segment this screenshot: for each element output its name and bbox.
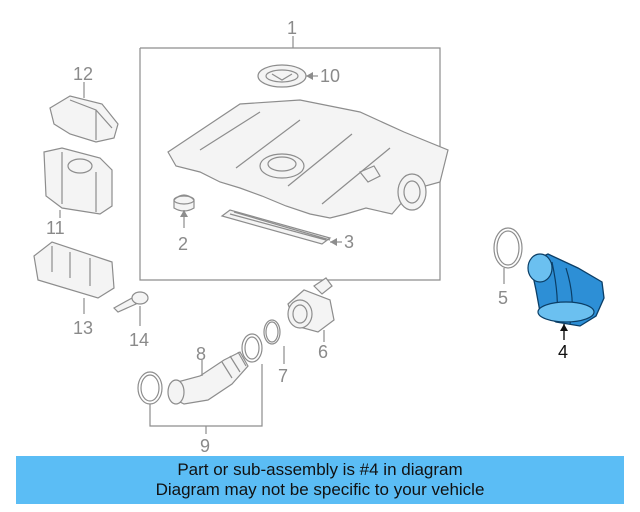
engine-cover-frame <box>139 36 441 281</box>
callout-9[interactable]: 9 <box>200 436 210 456</box>
seal-ring-part[interactable] <box>263 319 285 364</box>
engine-cover-part[interactable] <box>167 99 449 219</box>
intake-tube-part[interactable] <box>167 351 249 405</box>
air-flow-sensor-part[interactable] <box>287 277 335 342</box>
clamp-9-right-part[interactable] <box>241 333 263 363</box>
callout-3[interactable]: 3 <box>344 232 354 252</box>
callout-2[interactable]: 2 <box>178 234 188 254</box>
parts-diagram: 1 10 2 3 12 <box>33 18 605 456</box>
info-banner: Part or sub-assembly is #4 in diagram Di… <box>16 456 624 504</box>
bolt-part[interactable] <box>113 291 149 326</box>
intake-hose-part-4[interactable] <box>527 253 605 340</box>
banner-line-2: Diagram may not be specific to your vehi… <box>155 480 485 499</box>
callout-1[interactable]: 1 <box>287 18 297 38</box>
grommet-part[interactable] <box>173 194 195 228</box>
air-duct-part[interactable] <box>33 241 115 314</box>
callout-14[interactable]: 14 <box>129 330 149 350</box>
callout-8[interactable]: 8 <box>196 344 206 364</box>
callout-4[interactable]: 4 <box>558 342 568 362</box>
callout-10[interactable]: 10 <box>320 66 340 86</box>
bracket-9 <box>149 364 263 434</box>
callout-7[interactable]: 7 <box>278 366 288 386</box>
clamp-9-left-part[interactable] <box>137 371 163 405</box>
callout-6[interactable]: 6 <box>318 342 328 362</box>
callout-5[interactable]: 5 <box>498 288 508 308</box>
callout-13[interactable]: 13 <box>73 318 93 338</box>
airbox-cover-part[interactable] <box>49 82 119 143</box>
banner-line-1: Part or sub-assembly is #4 in diagram <box>177 460 463 479</box>
clamp-5-part[interactable] <box>493 227 523 284</box>
callout-11[interactable]: 11 <box>46 218 65 238</box>
filter-element-part[interactable] <box>220 209 342 246</box>
callout-12[interactable]: 12 <box>73 64 93 84</box>
emblem-part[interactable] <box>257 64 318 88</box>
airbox-housing-part[interactable] <box>43 147 113 218</box>
